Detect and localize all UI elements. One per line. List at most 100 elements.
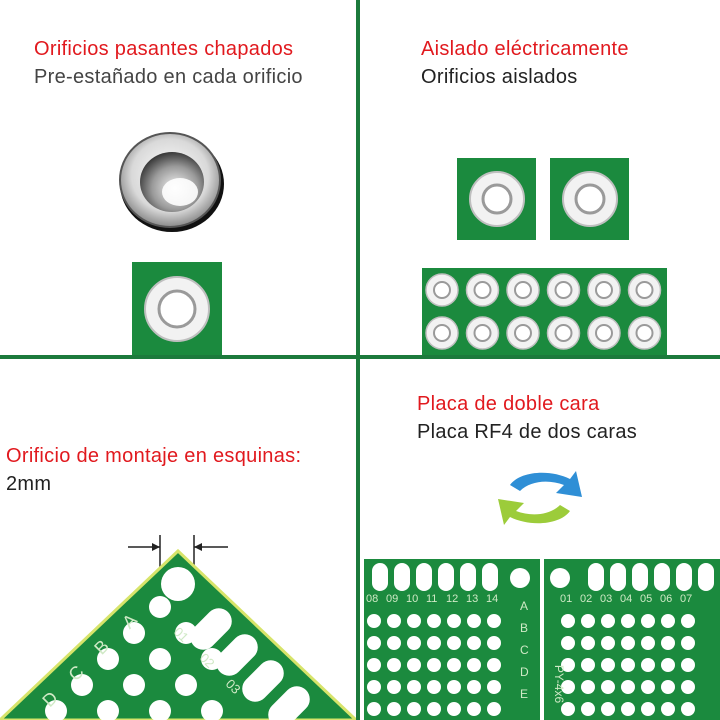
board-hole xyxy=(447,636,461,650)
corner-board-hole xyxy=(175,674,197,696)
board-hole xyxy=(661,680,675,694)
corner-board-hole xyxy=(149,648,171,670)
board-hole xyxy=(387,636,401,650)
panel-double-sided: Placa de doble cara Placa RF4 de dos car… xyxy=(360,359,720,720)
board-hole xyxy=(661,636,675,650)
board-oval-pad xyxy=(632,563,648,591)
board-hole xyxy=(561,680,575,694)
corner-board-hole xyxy=(71,674,93,696)
board-hole xyxy=(487,614,501,628)
board-hole xyxy=(621,614,635,628)
board-hole xyxy=(641,636,655,650)
board-hole xyxy=(621,680,635,694)
pcb-board-front-holes xyxy=(550,563,714,716)
panel-isolated: Aislado eléctricamente Orificios aislado… xyxy=(360,0,720,355)
board-hole xyxy=(467,636,481,650)
board-hole xyxy=(581,614,595,628)
board-hole xyxy=(467,614,481,628)
flip-arrows-icon xyxy=(498,471,582,525)
pcb-board-back-holes xyxy=(367,563,530,716)
corner-board-hole xyxy=(149,700,171,720)
board-oval-pad xyxy=(588,563,604,591)
double-subtitle: Placa RF4 de dos caras xyxy=(417,421,638,443)
isolated-hole-center xyxy=(514,324,532,342)
isolated-hole-center xyxy=(554,281,573,299)
board-hole xyxy=(621,702,635,716)
board-hole xyxy=(641,614,655,628)
isolated-hole-center xyxy=(514,281,532,299)
corner-board-hole xyxy=(45,700,67,720)
board-hole xyxy=(447,614,461,628)
corner-board-hole xyxy=(201,700,223,720)
board-front-model-text: PY-4x6 xyxy=(552,664,567,704)
isolated-hole-array xyxy=(425,273,662,350)
board-hole xyxy=(487,680,501,694)
board-oval-pad xyxy=(394,563,410,591)
isolated-hole-center xyxy=(595,324,613,342)
board-hole xyxy=(367,702,381,716)
board-hole xyxy=(447,680,461,694)
isolated-hole-center xyxy=(595,281,613,299)
corner-board-hole xyxy=(201,648,223,670)
board-hole xyxy=(661,614,675,628)
board-mounting-hole xyxy=(550,568,570,588)
board-hole xyxy=(487,702,501,716)
isolated-hole-center xyxy=(635,281,654,299)
plated-subtitle: Pre-estañado en cada orificio xyxy=(34,66,303,88)
board-hole xyxy=(387,680,401,694)
panel-plated-holes: Orificios pasantes chapados Pre-estañado… xyxy=(0,0,356,355)
isolated-hole-center xyxy=(433,324,451,342)
board-oval-pad xyxy=(698,563,714,591)
board-hole xyxy=(407,614,421,628)
isolated-title: Aislado eléctricamente xyxy=(421,38,629,60)
board-hole xyxy=(621,636,635,650)
board-oval-pad xyxy=(654,563,670,591)
corner-board-hole xyxy=(123,622,145,644)
corner-board-hole xyxy=(97,648,119,670)
board-oval-pad xyxy=(416,563,432,591)
board-hole xyxy=(681,680,695,694)
board-hole xyxy=(407,702,421,716)
board-hole xyxy=(427,636,441,650)
board-hole xyxy=(661,658,675,672)
board-hole xyxy=(427,614,441,628)
board-hole xyxy=(367,658,381,672)
board-oval-pad xyxy=(482,563,498,591)
pcb-board-back: 08 09 10 11 12 13 14 A B C D E xyxy=(364,559,540,720)
plated-hole-icon xyxy=(144,276,210,342)
board-hole xyxy=(427,680,441,694)
isolated-pad-left xyxy=(457,158,536,240)
board-hole xyxy=(447,702,461,716)
board-hole xyxy=(661,702,675,716)
board-back-row-labels: A B C D E xyxy=(520,599,529,701)
board-hole xyxy=(561,636,575,650)
corner-board-illustration xyxy=(0,535,356,720)
isolated-hole-center xyxy=(635,324,654,342)
board-hole xyxy=(641,680,655,694)
mounting-subtitle: 2mm xyxy=(6,473,52,495)
plated-hole-closeup-icon xyxy=(119,132,224,232)
double-title: Placa de doble cara xyxy=(417,393,600,415)
board-hole xyxy=(581,658,595,672)
board-hole xyxy=(387,614,401,628)
isolated-subtitle: Orificios aislados xyxy=(421,66,578,88)
isolated-hole-center xyxy=(473,324,492,342)
corner-board-hole xyxy=(175,622,197,644)
board-hole xyxy=(427,702,441,716)
board-hole xyxy=(407,636,421,650)
board-front-col-labels: 01 02 03 04 05 06 07 xyxy=(560,593,693,605)
board-oval-pad xyxy=(372,563,388,591)
board-hole xyxy=(601,636,615,650)
board-hole xyxy=(681,658,695,672)
isolated-hole-center xyxy=(433,281,451,299)
board-hole xyxy=(407,680,421,694)
board-hole xyxy=(447,658,461,672)
pcb-board-front: 01 02 03 04 05 06 07 PY-4x6 xyxy=(544,559,720,720)
board-hole xyxy=(581,636,595,650)
board-oval-pad xyxy=(676,563,692,591)
board-hole xyxy=(407,658,421,672)
board-back-col-labels: 08 09 10 11 12 13 14 xyxy=(366,593,499,605)
vertical-divider xyxy=(356,0,360,720)
board-hole xyxy=(487,658,501,672)
board-hole xyxy=(387,702,401,716)
